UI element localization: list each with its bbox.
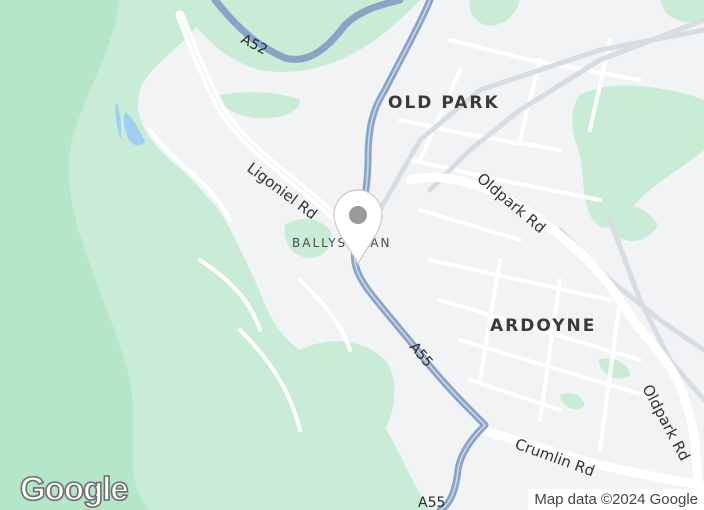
park-hills-inner [0,0,150,510]
road-label-a55-bottom: A55 [418,495,445,510]
road-crumlin [475,425,704,490]
road-oldpark [405,172,704,510]
park-south [300,341,395,469]
park-east-1 [572,85,704,228]
road-a52 [211,0,404,63]
park-north-east [469,0,520,26]
park-east-2 [607,203,658,242]
park-north [180,0,420,72]
area-label-old-park: OLD PARK [388,93,500,113]
map-pin-icon[interactable] [333,189,383,266]
water-pond [123,112,145,146]
park-north-small [220,92,300,119]
park-ballysillan [284,218,332,258]
secondary-roads [175,10,704,510]
park-east-3 [660,0,704,23]
park-small-e [598,358,630,379]
map-attribution[interactable]: Map data ©2024 Google [528,489,704,510]
road-ligoniel [175,10,365,245]
area-label-ardoyne: ARDOYNE [490,316,596,336]
water-stream [115,102,122,140]
google-logo[interactable]: Google [19,469,129,508]
minor-streets [148,38,662,452]
park-small-se [560,393,585,410]
